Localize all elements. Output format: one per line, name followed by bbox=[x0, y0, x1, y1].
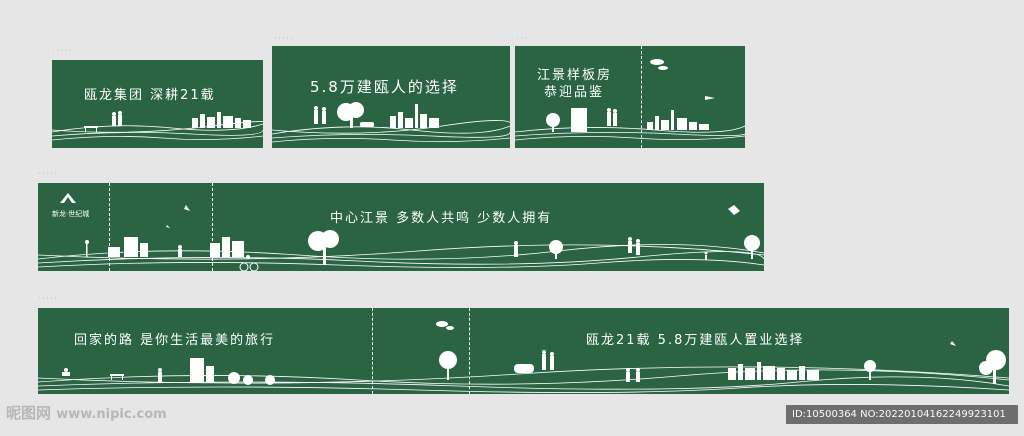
hoarding-panel-4: 新龙·世纪城 中心江景 多数人共鸣 少数人拥有 bbox=[38, 183, 764, 271]
dimension-mark: ····· bbox=[274, 36, 295, 42]
panel-2-landscape bbox=[272, 102, 510, 143]
image-id-bar: ID:10500364 NO:20220104162249923101 bbox=[786, 405, 1018, 424]
brand-logo: 新龙·世纪城 bbox=[52, 191, 100, 231]
dimension-mark: ····· bbox=[52, 48, 73, 54]
dimension-mark: ····· bbox=[38, 171, 59, 177]
panel-1-landscape bbox=[52, 111, 263, 141]
panel-1-slogan: 瓯龙集团 深耕21载 bbox=[84, 88, 216, 103]
hoarding-panel-2: 5.8万建瓯人的选择 bbox=[272, 46, 510, 148]
panel-4-landscape bbox=[38, 205, 764, 271]
panel-4-divider-2 bbox=[212, 183, 213, 271]
panel-3-landscape bbox=[515, 59, 745, 141]
hoarding-panel-3: 江景样板房 恭迎品鉴 bbox=[515, 46, 745, 148]
panel-5-slogan-left: 回家的路 是你生活最美的旅行 bbox=[74, 333, 276, 348]
brand-logo-text: 新龙·世纪城 bbox=[52, 210, 90, 218]
panel-3-divider bbox=[641, 46, 642, 148]
dimension-mark: ····· bbox=[38, 296, 59, 302]
panel-4-slogan: 中心江景 多数人共鸣 少数人拥有 bbox=[330, 211, 553, 226]
panel-5-divider-2 bbox=[469, 308, 470, 394]
watermark-site: 昵图网 bbox=[6, 404, 52, 422]
panel-3-line-2: 恭迎品鉴 bbox=[544, 85, 605, 100]
panel-4-divider-1 bbox=[109, 183, 110, 271]
brand-logo-icon bbox=[60, 193, 76, 203]
panel-5-divider-1 bbox=[372, 308, 373, 394]
hoarding-panel-1: 瓯龙集团 深耕21载 bbox=[52, 60, 263, 148]
panel-5-slogan-right: 瓯龙21载 5.8万建瓯人置业选择 bbox=[586, 333, 805, 348]
watermark-url: www.nipic.com bbox=[56, 407, 167, 422]
panel-2-slogan: 5.8万建瓯人的选择 bbox=[310, 78, 459, 96]
panel-3-line-1: 江景样板房 bbox=[537, 68, 613, 83]
panel-5-landscape bbox=[38, 321, 1009, 393]
hoarding-panel-5: 回家的路 是你生活最美的旅行 瓯龙21载 5.8万建瓯人置业选择 bbox=[38, 308, 1009, 394]
dimension-mark: ··· bbox=[516, 36, 529, 42]
site-watermark: 昵图网 www.nipic.com bbox=[6, 402, 167, 423]
